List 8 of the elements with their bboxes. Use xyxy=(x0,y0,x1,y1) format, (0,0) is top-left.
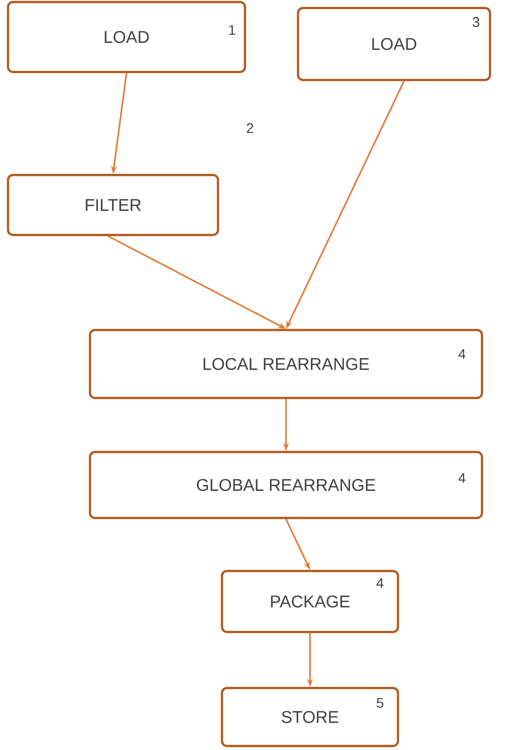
step-number: 2 xyxy=(246,123,254,133)
step-number: 4 xyxy=(458,349,466,359)
step-number: 1 xyxy=(229,25,236,35)
step-number: 3 xyxy=(472,17,480,27)
process-box: FILTER xyxy=(6,174,220,236)
step-number: 5 xyxy=(376,698,384,708)
step-number: 4 xyxy=(458,473,466,483)
step-number: 4 xyxy=(376,578,384,588)
